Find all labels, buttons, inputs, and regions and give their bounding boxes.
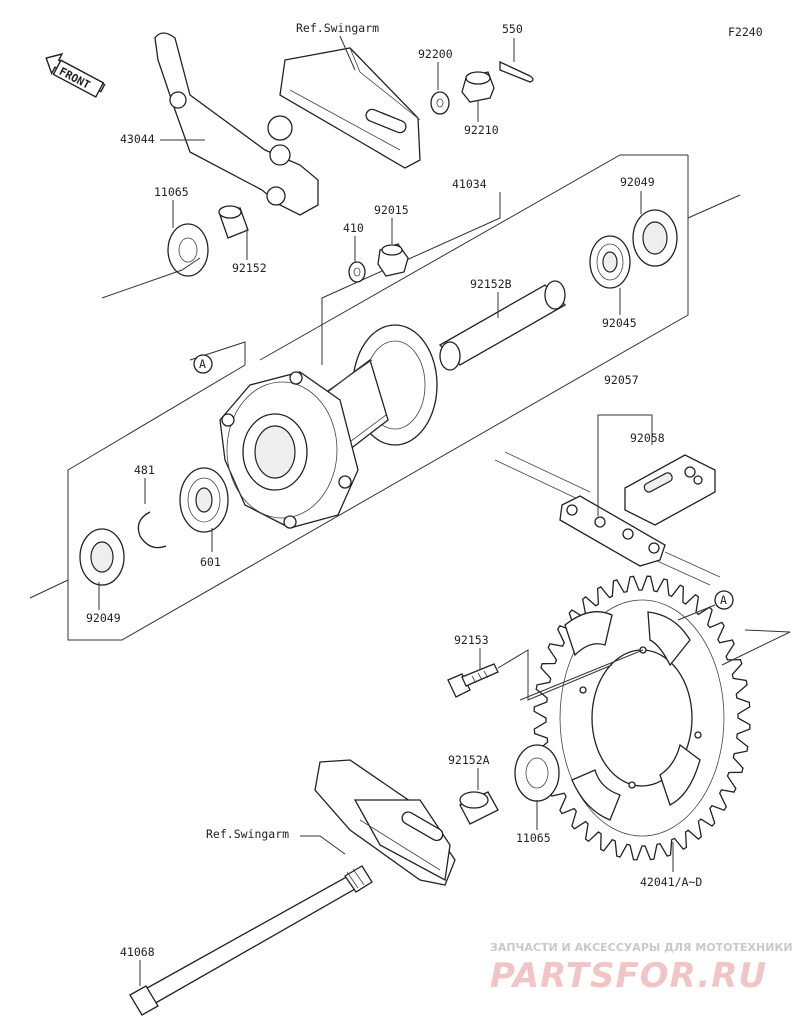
spacer-92152B <box>438 280 567 371</box>
circlip-481 <box>137 511 167 549</box>
part-label-41068: 41068 <box>120 945 155 959</box>
washer-92200 <box>430 91 450 115</box>
bearing-92045 <box>589 235 631 289</box>
castle-nut-92210 <box>461 71 495 103</box>
callout-a-top-label: A <box>199 357 206 371</box>
part-label-92200: 92200 <box>418 47 453 61</box>
part-label-92049-top: 92049 <box>620 175 655 189</box>
front-arrow-icon: FRONT <box>45 52 106 98</box>
part-label-92153: 92153 <box>454 633 489 647</box>
bearing-601 <box>179 467 229 533</box>
seal-92049-bottom <box>79 528 125 586</box>
hub-group-outline <box>67 155 689 641</box>
part-label-11065-bottom: 11065 <box>516 831 551 845</box>
washer-410 <box>348 261 366 283</box>
collar-92152A <box>459 791 499 825</box>
chain-joint-92058 <box>624 454 716 526</box>
seal-92049-top <box>632 209 678 267</box>
watermark-tagline: ЗАПЧАСТИ И АКСЕССУАРЫ ДЛЯ МОТОТЕХНИКИ <box>490 941 793 954</box>
part-label-92058: 92058 <box>630 431 665 445</box>
part-label-92057: 92057 <box>604 373 639 387</box>
part-label-550: 550 <box>502 22 523 36</box>
diagram-code: F2240 <box>728 25 763 39</box>
torque-link <box>154 32 319 216</box>
collar-92152 <box>218 205 249 239</box>
seal-11065-top <box>167 223 209 277</box>
seal-11065-bottom <box>514 744 560 802</box>
rear-sprocket-42041 <box>533 575 751 861</box>
ref-swingarm-top-label: Ref.Swingarm <box>296 21 379 35</box>
nut-92015 <box>377 243 409 277</box>
part-label-92049-bottom: 92049 <box>86 611 121 625</box>
part-label-601: 601 <box>200 555 221 569</box>
watermark-logo: PARTSFOR.RU <box>490 956 767 996</box>
part-label-92152A: 92152A <box>448 753 490 767</box>
part-label-11065-top: 11065 <box>154 185 189 199</box>
part-label-42041: 42041/A~D <box>640 875 702 889</box>
part-label-481: 481 <box>134 463 155 477</box>
part-label-41034: 41034 <box>452 177 487 191</box>
swingarm-top <box>279 47 421 169</box>
axle-41068 <box>129 865 373 1016</box>
wheel-hub-41034 <box>219 324 438 529</box>
callout-a-top <box>193 354 213 374</box>
callout-a-bottom <box>714 590 734 610</box>
drive-chain-92057 <box>494 451 721 586</box>
callout-a-bottom-label: A <box>720 593 727 607</box>
part-label-92045: 92045 <box>602 316 637 330</box>
cotter-pin <box>499 60 534 83</box>
ref-swingarm-bottom-label: Ref.Swingarm <box>206 827 289 841</box>
part-label-92015: 92015 <box>374 203 409 217</box>
part-label-43044: 43044 <box>120 132 155 146</box>
part-label-410: 410 <box>343 221 364 235</box>
part-label-92152B: 92152B <box>470 277 512 291</box>
bolt-92153 <box>447 663 499 698</box>
part-label-92210: 92210 <box>464 123 499 137</box>
part-label-92152: 92152 <box>232 261 267 275</box>
swingarm-bottom <box>314 759 456 886</box>
